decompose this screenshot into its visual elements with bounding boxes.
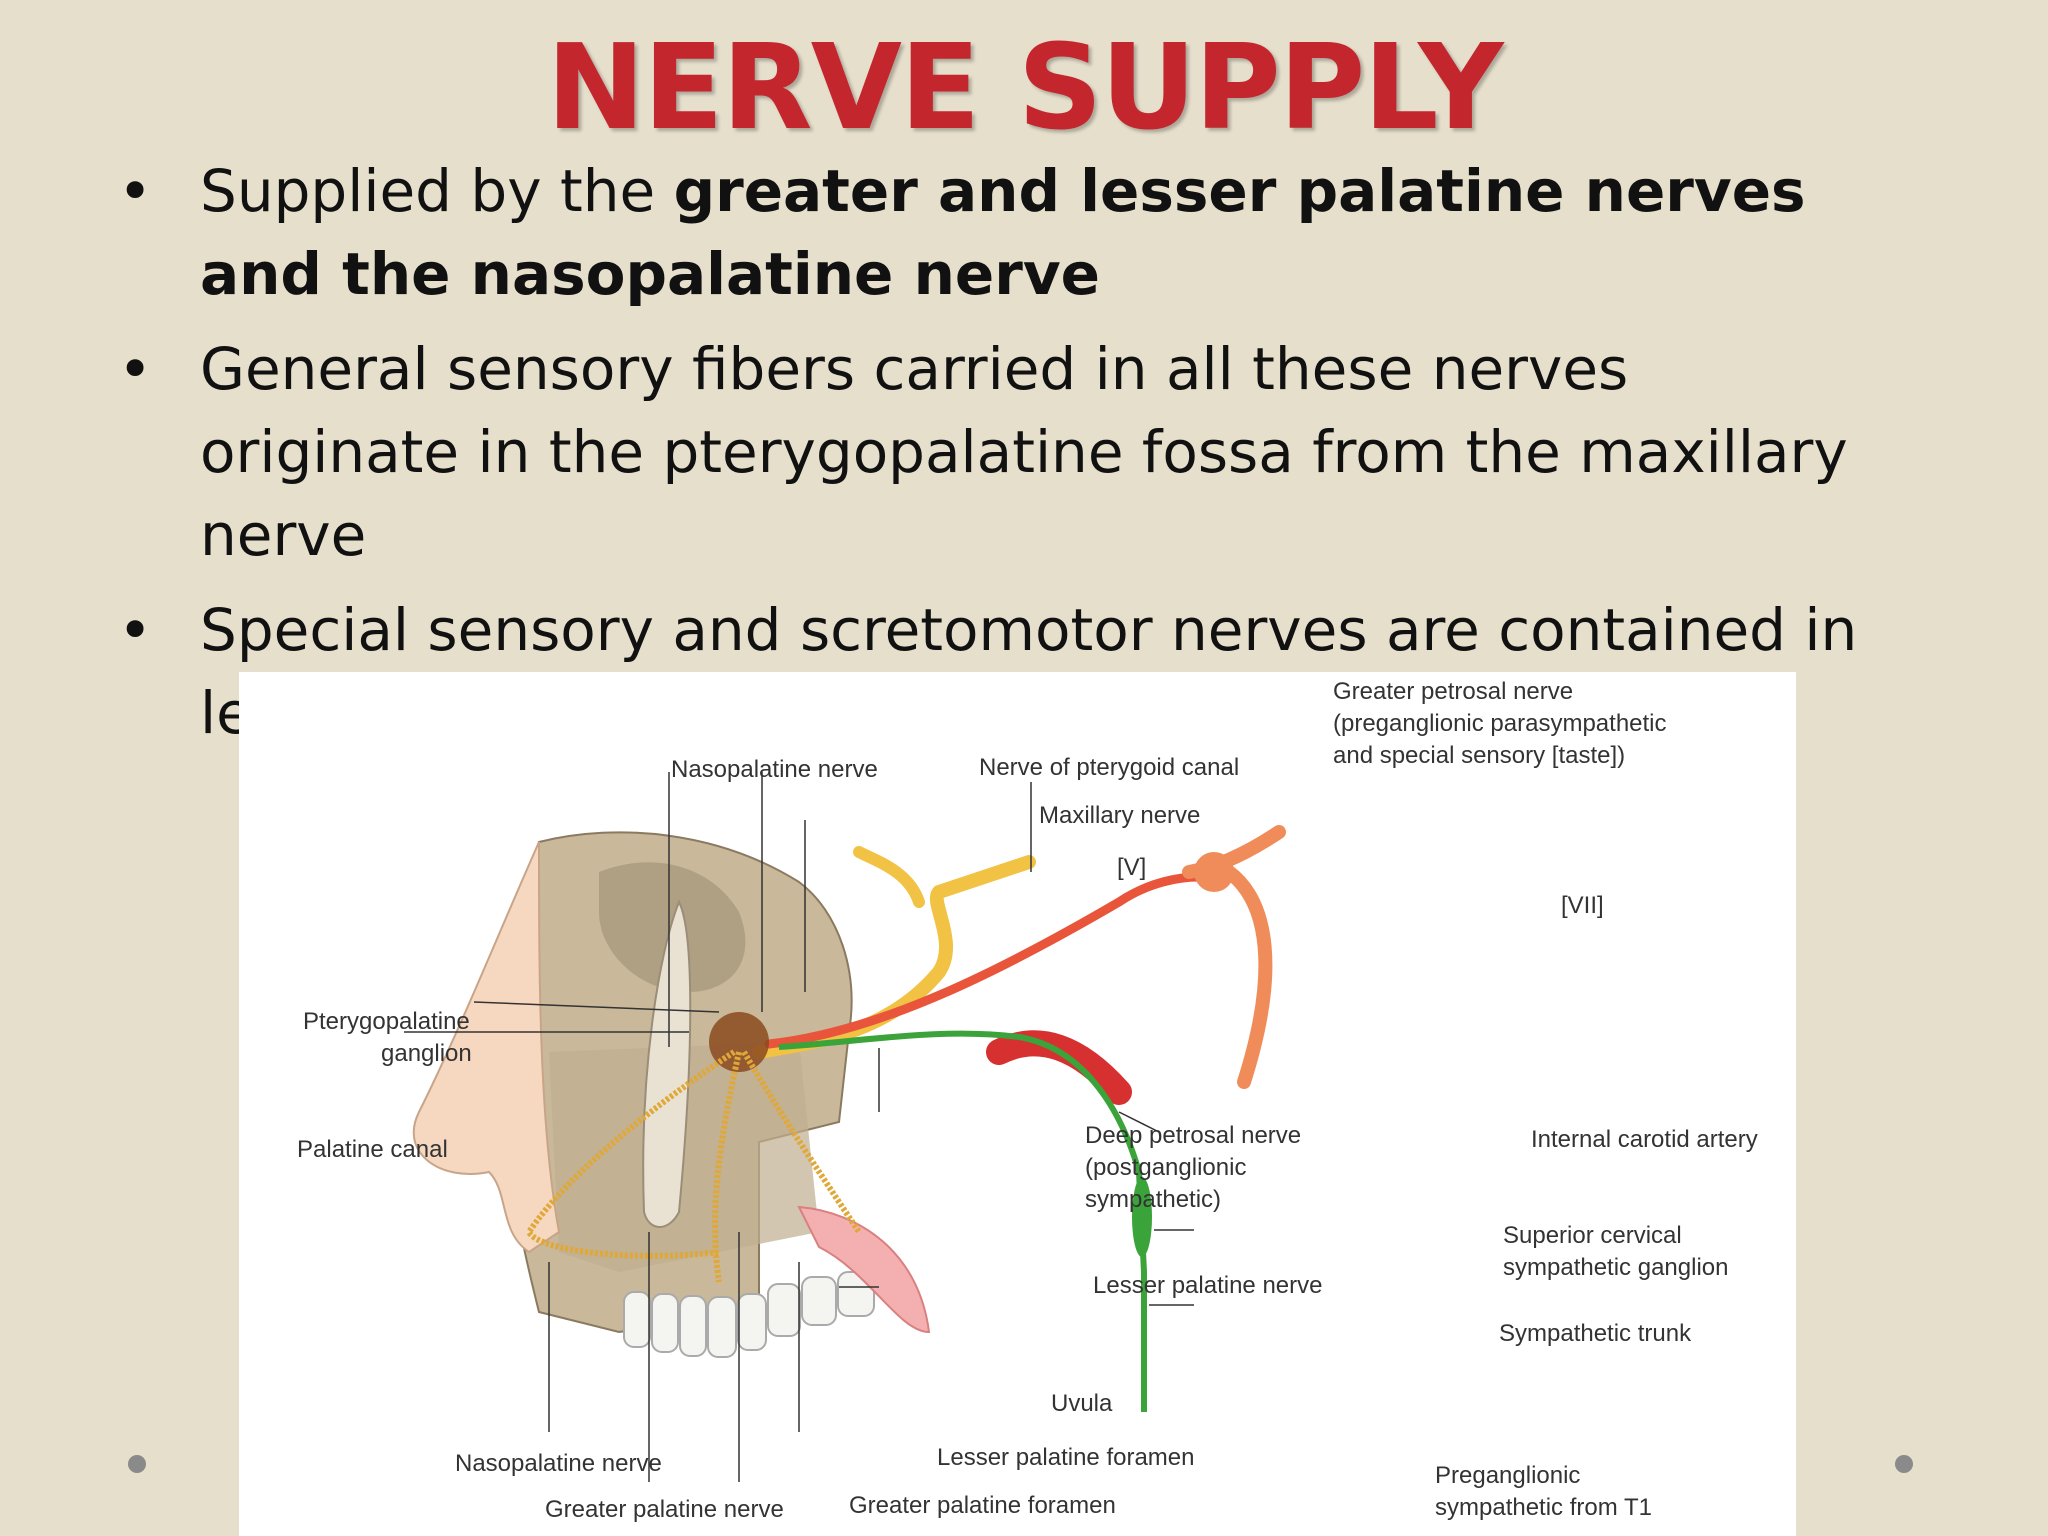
label-maxillary-nerve: Maxillary nerve	[1039, 802, 1201, 829]
internal-carotid-artery	[986, 1030, 1132, 1105]
bullet-item: • General sensory fibers carried in all …	[0, 328, 1900, 577]
label-superior-cervical-2: sympathetic ganglion	[1503, 1254, 1729, 1281]
label-greater-petrosal-3: and special sensory [taste])	[1333, 742, 1626, 769]
label-lesser-palatine-foramen: Lesser palatine foramen	[937, 1444, 1195, 1471]
label-greater-petrosal-1: Greater petrosal nerve	[1333, 678, 1574, 705]
bullet-text-bold: greater and lesser palatine nerves and t…	[200, 157, 1806, 308]
slide-title: NERVE SUPPLY	[546, 18, 1503, 156]
geniculate-ganglion	[1194, 852, 1234, 892]
label-greater-palatine-foramen: Greater palatine foramen	[849, 1492, 1116, 1519]
superior-cervical-ganglion	[1132, 1177, 1152, 1257]
palatine-nerves	[525, 1049, 862, 1283]
maxillary-nerve	[752, 855, 1036, 1059]
nose-shape	[412, 841, 561, 1254]
bullet-dot: •	[118, 596, 153, 664]
label-greater-palatine-nerve: Greater palatine nerve	[545, 1496, 784, 1523]
label-nasopalatine-nerve: Nasopalatine nerve	[671, 756, 878, 783]
label-nasopalatine-nerve-bottom: Nasopalatine nerve	[455, 1450, 662, 1477]
prev-slide-dot[interactable]	[128, 1455, 146, 1473]
label-preganglionic-1: Preganglionic	[1435, 1462, 1581, 1489]
label-uvula: Uvula	[1051, 1390, 1113, 1417]
greater-petrosal-nerve	[764, 872, 1204, 1049]
bullet-item: • Supplied by the greater and lesser pal…	[0, 150, 1900, 316]
anatomy-illustration	[404, 772, 1286, 1482]
label-lesser-palatine-nerve: Lesser palatine nerve	[1093, 1272, 1323, 1299]
label-v: [V]	[1117, 854, 1147, 881]
trigeminal-branch	[853, 846, 925, 908]
bullet-dot: •	[118, 157, 153, 225]
label-palatine-canal: Palatine canal	[297, 1136, 448, 1163]
bullet-text: General sensory fibers carried in all th…	[200, 335, 1848, 569]
label-preganglionic-2: sympathetic from T1	[1435, 1494, 1652, 1521]
bullet-dot: •	[118, 335, 153, 403]
label-superior-cervical-1: Superior cervical	[1503, 1222, 1682, 1249]
next-slide-dot[interactable]	[1895, 1455, 1913, 1473]
label-nerve-of-pterygoid-canal: Nerve of pterygoid canal	[979, 754, 1240, 781]
bullet-text: Supplied by the	[200, 157, 674, 225]
deep-petrosal-nerve	[778, 1030, 1147, 1412]
pterygoid-plate	[642, 899, 692, 1228]
label-deep-petrosal-2: (postganglionic	[1085, 1154, 1247, 1181]
teeth	[623, 1271, 875, 1358]
label-deep-petrosal-1: Deep petrosal nerve	[1085, 1122, 1302, 1149]
label-greater-petrosal-2: (preganglionic parasympathetic	[1333, 710, 1667, 737]
label-internal-carotid: Internal carotid artery	[1531, 1126, 1758, 1153]
label-vii: [VII]	[1561, 892, 1604, 919]
label-deep-petrosal-3: sympathetic)	[1085, 1186, 1222, 1213]
label-pterygopalatine-1: Pterygopalatine	[303, 1008, 470, 1035]
leader-lines	[404, 772, 1194, 1482]
anatomy-figure: Nasopalatine nerve Nerve of pterygoid ca…	[239, 672, 1796, 1536]
label-pterygopalatine-2: ganglion	[381, 1040, 472, 1067]
label-sympathetic-trunk: Sympathetic trunk	[1499, 1320, 1692, 1347]
